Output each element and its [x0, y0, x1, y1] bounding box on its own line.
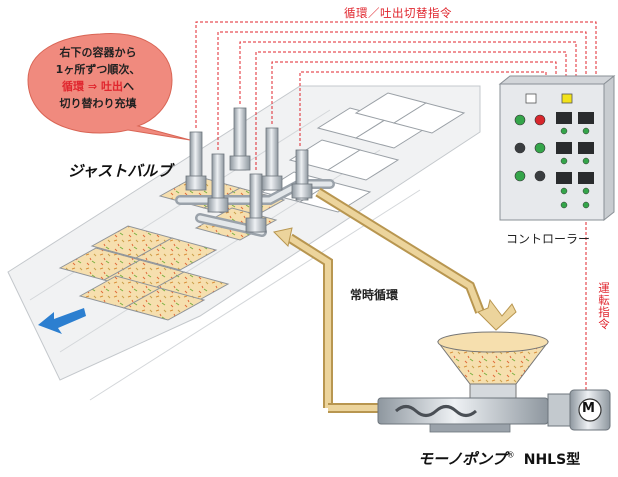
lamp-green	[514, 114, 526, 126]
valve	[261, 127, 283, 191]
circulation-label: 常時循環	[350, 288, 399, 302]
motor-symbol-label: M	[582, 401, 595, 416]
just-valve-label: ジャストバルブ	[68, 162, 173, 180]
registered-mark: ®	[506, 450, 515, 460]
circulation-word: 循環	[62, 80, 85, 93]
just-valve-group	[175, 107, 335, 237]
callout-particle: へ	[122, 80, 134, 93]
rotor	[394, 405, 478, 417]
pump-model: NHLS型	[523, 452, 581, 468]
lamp-green	[514, 170, 526, 182]
circulation-pipe	[273, 187, 517, 413]
switch-command-lines	[195, 21, 597, 170]
timer-lamps	[560, 127, 590, 209]
mono-pump	[377, 331, 611, 433]
switch-knob	[534, 170, 546, 182]
valve	[291, 149, 313, 201]
lamp-green	[534, 142, 546, 154]
callout-line-3: 循環 ⇒ 吐出へ	[32, 78, 164, 95]
callout-line-1: 右下の容器から	[59, 46, 137, 59]
switch-command-label: 循環／吐出切替指令	[344, 6, 452, 20]
timer-units	[556, 112, 594, 184]
callout-line-4: 切り替わり充填	[59, 97, 137, 110]
discharge-word: 吐出	[100, 80, 123, 93]
motor-symbol	[578, 398, 602, 422]
lamp-red	[534, 114, 546, 126]
callout-bubble	[27, 32, 191, 141]
valve	[229, 107, 251, 171]
callout-line-2: 1ヶ所ずつ順次、	[55, 63, 141, 76]
controller-panel	[498, 74, 616, 222]
run-command-label: 運転指令	[597, 282, 611, 330]
pump-barrel	[377, 397, 549, 425]
switch-knob	[514, 142, 526, 154]
pump-brand: モーノポンプ	[418, 450, 507, 468]
switch-arrow: ⇒	[87, 80, 98, 93]
callout-text: 右下の容器から 1ヶ所ずつ順次、 循環 ⇒ 吐出へ 切り替わり充填	[32, 44, 164, 112]
valve	[245, 173, 267, 233]
valve	[185, 131, 207, 191]
valve	[207, 153, 229, 213]
indicator-yellow	[561, 93, 573, 104]
conveyor-direction-arrow	[38, 308, 86, 334]
pump-label: モーノポンプ® NHLS型	[418, 448, 580, 469]
indicator-white	[525, 93, 537, 104]
controller-label: コントローラー	[506, 232, 591, 246]
